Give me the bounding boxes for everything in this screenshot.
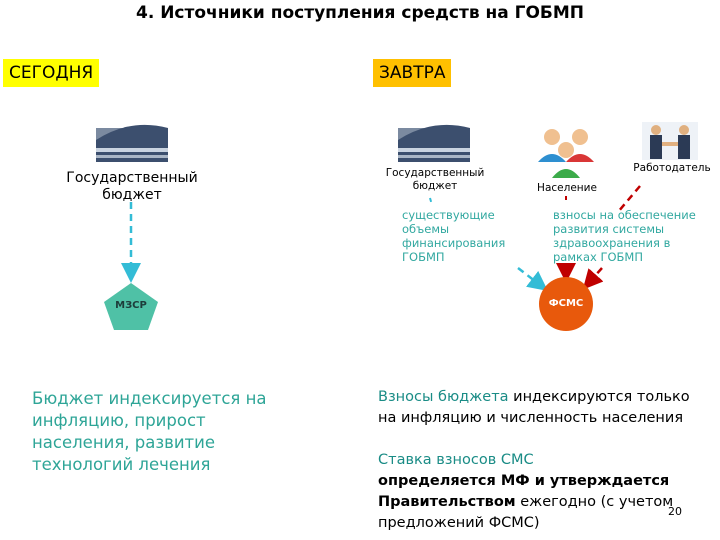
employer-label: Работодатель xyxy=(633,162,711,174)
employer-to-note-arrow xyxy=(617,185,641,213)
people-icon xyxy=(538,129,594,178)
building-icon xyxy=(398,124,470,162)
today-tag: СЕГОДНЯ xyxy=(3,59,100,87)
contributions-note: взносы на обеспечение развития системы з… xyxy=(553,208,696,264)
building-icon xyxy=(96,124,168,162)
fsms-node xyxy=(539,277,593,331)
page-number: 20 xyxy=(668,505,682,518)
tomorrow-caption: Взносы бюджета индексируются только на и… xyxy=(378,389,690,531)
fsms-node-label: ФСМС xyxy=(548,298,584,309)
today-caption: Бюджет индексируется на инфляцию, прирос… xyxy=(32,389,267,474)
existing-funding-note: существующие объемы финансирования ГОБМП xyxy=(402,208,506,264)
population-label: Население xyxy=(537,182,597,194)
page-title: 4. Источники поступления средств на ГОБМ… xyxy=(135,3,585,23)
budget-label: Государственный бюджет xyxy=(385,167,485,192)
budget-to-fsms-arrow xyxy=(517,267,548,292)
mzsr-node-label: МЗСР xyxy=(115,300,147,311)
mzsr-node xyxy=(104,283,158,330)
tomorrow-tag: ЗАВТРА xyxy=(373,59,452,87)
budget-label: Государственный бюджет xyxy=(66,170,198,203)
handshake-icon xyxy=(642,122,698,160)
employer-to-fsms-arrow xyxy=(582,267,604,290)
